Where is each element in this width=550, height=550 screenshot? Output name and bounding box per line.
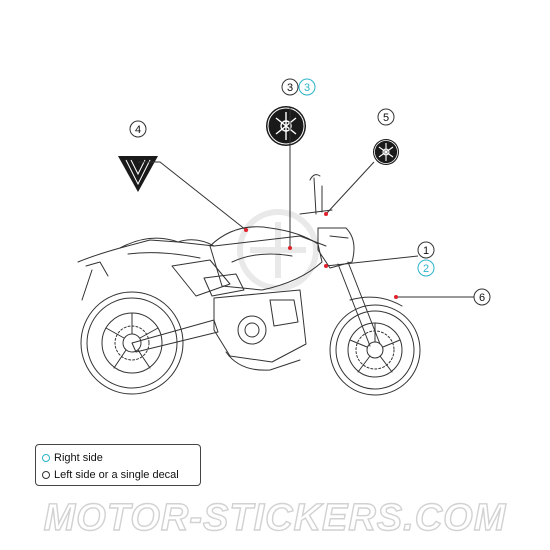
legend-right-side-label: Right side (54, 451, 103, 464)
callout-2-label: 2 (423, 263, 429, 275)
leader-lines (138, 108, 474, 298)
attachment-markers (244, 212, 398, 299)
legend-right-side: Right side (42, 449, 200, 466)
callout-4: 4 (129, 120, 147, 138)
callout-4-label: 4 (135, 124, 141, 136)
cyan-circle-icon (42, 453, 50, 462)
motorcycle-outline (77, 174, 421, 396)
callout-2: 2 (417, 259, 435, 277)
callout-5-label: 5 (383, 112, 389, 124)
background-logo (237, 209, 319, 291)
callout-3-left-label: 3 (287, 82, 293, 94)
decal-4-emblem (118, 156, 158, 192)
callout-3-right: 3 (298, 78, 316, 96)
callout-1-label: 1 (423, 245, 429, 257)
callout-5: 5 (377, 108, 395, 126)
decal-3-emblem (266, 106, 306, 146)
legend: Right side Left side or a single decal (35, 444, 201, 486)
callout-1: 1 (417, 241, 435, 259)
callout-3-left: 3 (281, 78, 299, 96)
black-circle-icon (42, 470, 50, 479)
callout-3-right-label: 3 (304, 82, 310, 94)
legend-left-side: Left side or a single decal (42, 466, 200, 483)
legend-left-side-label: Left side or a single decal (54, 468, 179, 481)
site-watermark: MOTOR-STICKERS.COM (43, 496, 507, 539)
callout-6: 6 (473, 288, 491, 306)
decal-5-emblem (373, 139, 399, 165)
callout-6-label: 6 (479, 292, 485, 304)
